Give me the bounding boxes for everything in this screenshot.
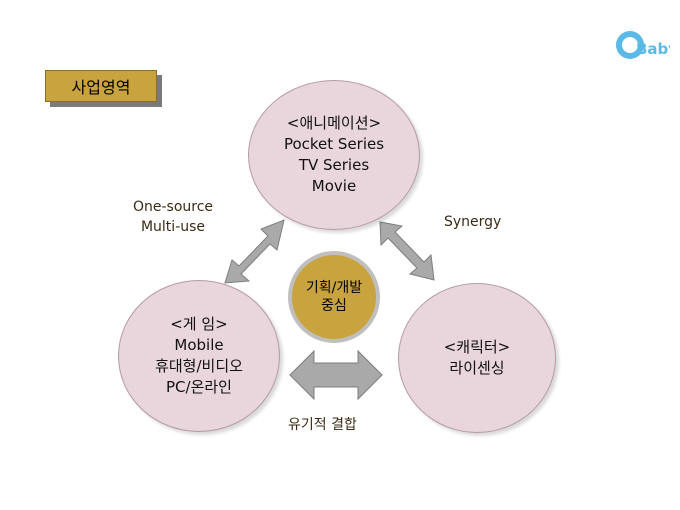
character-circle: <캐릭터> 라이센싱: [398, 283, 556, 433]
animation-item: TV Series: [298, 156, 370, 174]
arrow-animation-game: [224, 219, 285, 284]
multi-use-line: Multi-use: [140, 219, 206, 235]
game-circle: <게 임> Mobile 휴대형/비디오 PC/온라인: [118, 280, 280, 432]
synergy-label: Synergy: [444, 214, 502, 230]
character-heading: <캐릭터>: [443, 338, 511, 356]
arrow-animation-character: [379, 221, 435, 281]
animation-heading: <애니메이션>: [286, 114, 382, 132]
animation-circle: <애니메이션> Pocket Series TV Series Movie: [248, 80, 420, 230]
game-item: Mobile: [174, 336, 224, 354]
organic-combination-label: 유기적 결합: [288, 417, 357, 433]
center-circle: 기획/개발 중심: [288, 251, 380, 343]
section-title: 사업영역: [45, 70, 157, 102]
center-line: 기획/개발: [305, 280, 363, 296]
arrow-game-character: [289, 349, 383, 401]
game-heading: <게 임>: [170, 315, 228, 333]
one-source-label: One-source Multi-use: [118, 197, 228, 237]
logo-text: Baby: [636, 40, 670, 58]
center-line: 중심: [321, 298, 347, 314]
game-item: 휴대형/비디오: [155, 357, 243, 375]
animation-item: Pocket Series: [283, 135, 385, 153]
game-item: PC/온라인: [166, 378, 232, 396]
character-item: 라이센싱: [449, 359, 505, 377]
baby-logo-icon: Baby: [616, 31, 670, 59]
animation-item: Movie: [311, 177, 357, 195]
one-source-line: One-source: [132, 199, 214, 215]
